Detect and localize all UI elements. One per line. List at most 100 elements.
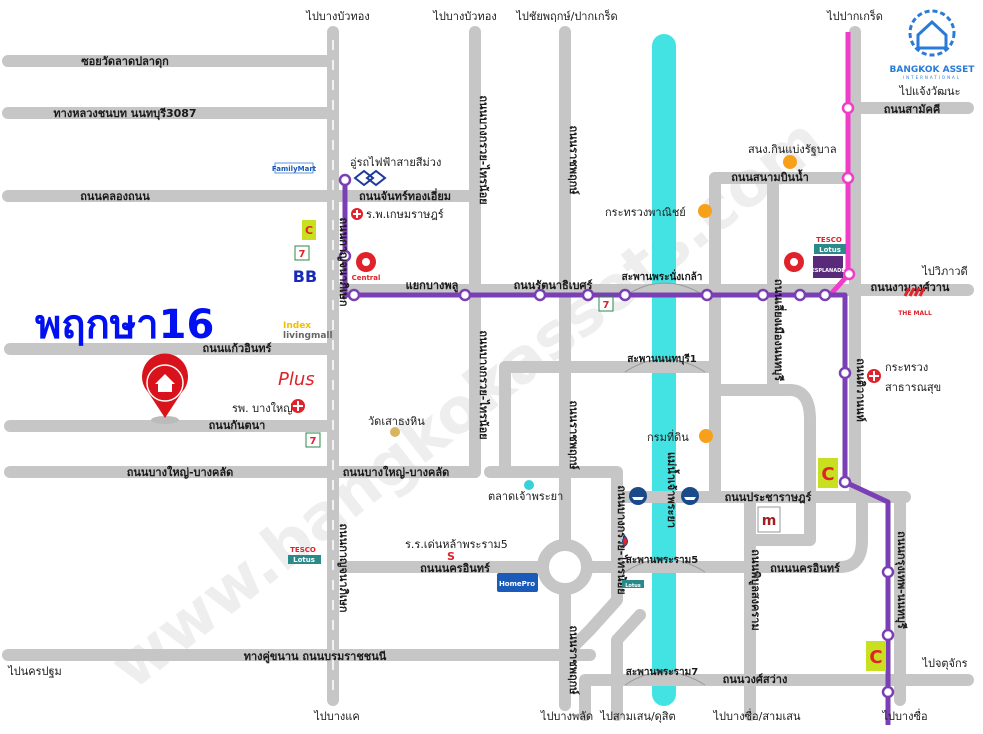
road-label: แยกบางพลู (406, 279, 459, 293)
stations (338, 101, 895, 699)
central-logo (356, 252, 376, 272)
purple-line (342, 175, 891, 725)
road-label: ถนนจันทร์ทองเอี่ยม (359, 188, 451, 203)
pier-icon (681, 487, 699, 505)
dest-bang-sue-samsen: ไปบางซื่อ/สามเสน (713, 708, 801, 723)
brand-logos: FamilyMart C 7 BB Central Index livingma… (272, 162, 932, 671)
plus-mall-logo: Plus (278, 369, 315, 390)
lotus-logo: Lotus (625, 583, 641, 589)
road-label: ถนนราชพฤกษ์ (567, 400, 580, 470)
dest-bang-khae: ไปบางแค (313, 710, 360, 723)
road-label: ถนนรัตนาธิเบศร์ (514, 279, 593, 292)
road-label: ถนนบางกรวย-ไทรน้อย (615, 485, 629, 594)
lotus-logo: Lotus (819, 246, 841, 254)
major-logo: m (762, 513, 777, 529)
dest-pak-kret: ไปปากเกร็ด (826, 9, 883, 23)
road-label: ถนนบางใหญ่-บางคลัด (127, 465, 234, 479)
project-title: พฤกษา16 (35, 302, 214, 348)
dest-nakhon-pathom: ไปนครปฐม (7, 665, 62, 678)
pink-line (828, 32, 851, 297)
river-label: แม่น้ำเจ้าพระยา (665, 452, 680, 528)
the-mall-icon (903, 287, 926, 297)
road-label: ถนนติวานนท์ (854, 358, 867, 422)
road-label: ถนนเลี่ยงเมืองนนทบุรี (771, 279, 787, 381)
road-label: ถนนกันตนา (209, 419, 266, 432)
road-label: ถนนนครอินทร์ (770, 562, 840, 575)
seven-eleven-logo: 7 (310, 436, 317, 447)
dest-samsen-dusit: ไปสามเสน/ดุสิต (599, 710, 675, 723)
central-logo-text: Central (352, 274, 381, 282)
road-label: ถนนงามวงศ์วาน (871, 281, 950, 294)
index-logo-sub: livingmall (283, 331, 333, 341)
home-icon (155, 374, 175, 392)
the-mall-logo: THE MALL (898, 310, 932, 317)
esplanade-logo: ESPLANADE (811, 268, 845, 274)
landmark-land-department: กรมที่ดิน (647, 429, 689, 444)
road-label: ถนนแก้วอินทร์ (203, 342, 272, 355)
poi-dot-icon (698, 204, 712, 218)
roundabout (537, 539, 593, 595)
landmark-purple-depot: อู่รถไฟฟ้าสายสีม่วง (350, 156, 441, 169)
bigc-logo: C (305, 224, 313, 237)
bigc-logo: C (869, 647, 882, 668)
road-label: ถนนวงศ์สว่าง (723, 673, 788, 686)
bridge-label: สะพานนนทบุรี1 (627, 353, 697, 365)
landmark-lottery-office: สนง.กินแบ่งรัฐบาล (748, 143, 837, 156)
gas-station-icon (622, 535, 628, 547)
road-label: ซอยวัดลาดปลาดุก (81, 55, 169, 69)
poi-dot-icon (783, 155, 797, 169)
seven-eleven-logo: 7 (603, 300, 610, 311)
road-label: ถนนกาญจนาภิเษก (337, 218, 350, 307)
bangkok-asset-logo: BANGKOK ASSET INTERNATIONAL (890, 9, 976, 80)
familymart-logo: FamilyMart (272, 165, 317, 173)
landmark-wat-sao-thong-hin: วัดเสาธงหิน (368, 415, 425, 428)
road-label: ถนนพิบูลสงคราม (748, 549, 762, 630)
landmark-chao-phraya-market: ตลาดเจ้าพระยา (488, 490, 563, 503)
hospital-icon (291, 399, 305, 413)
tesco-logo: TESCO (816, 236, 842, 244)
landmark-health-ministry: กระทรวง (885, 361, 928, 374)
destination-labels: ไปบางบัวทอง ไปบางบัวทอง ไปชัยพฤกษ์/ปากเก… (7, 9, 968, 723)
temple-icon (390, 427, 400, 437)
landmarks: อู่รถไฟฟ้าสายสีม่วง ร.พ.เกษมราษฎร์ สนง.ก… (232, 143, 941, 563)
roads (2, 26, 974, 721)
landmark-health-ministry: สาธารณสุข (885, 381, 941, 394)
road-label: ถนนบางกรวย-ไทรน้อย (477, 330, 491, 439)
index-logo: Index (283, 321, 311, 331)
landmark-kasemrad: ร.พ.เกษมราษฎร์ (366, 208, 444, 221)
pier-icon (629, 487, 647, 505)
property-location-marker[interactable] (142, 353, 189, 424)
road-label: ถนนนครอินทร์ (420, 562, 490, 575)
tesco-logo: TESCO (290, 546, 316, 554)
school-logo-icon: S (447, 550, 455, 563)
road-label: ถนนกรุงเทพ-นนทบุรี (894, 531, 908, 629)
road-label: ถนนบางใหญ่-บางคลัด (343, 465, 450, 479)
road-label: ถนนราชพฤกษ์ (567, 125, 580, 195)
homepro-logo: HomePro (499, 580, 535, 588)
central-logo (784, 252, 804, 272)
road-label: ทางหลวงชนบท นนทบุรี3087 (53, 107, 196, 121)
road-label: ถนนคลองถนน (80, 190, 150, 203)
bridge-label: สะพานพระนั่งเกล้า (622, 269, 703, 283)
bridge-label: สะพานพระราม7 (626, 667, 698, 678)
seven-eleven-logo: 7 (299, 249, 306, 260)
dest-vibhavadi: ไปวิภาวดี (921, 265, 967, 278)
poi-dot-icon (699, 429, 713, 443)
dest-chaiyaphruek: ไปชัยพฤกษ์/ปากเกร็ด (515, 9, 617, 23)
bridge-labels: สะพานพระนั่งเกล้า สะพานนนทบุรี1 สะพานพระ… (622, 269, 703, 678)
landmark-bang-yai-hospital: รพ. บางใหญ่ (232, 402, 293, 415)
road-label: ถนนกาญจนาภิเษก (337, 524, 350, 613)
market-icon (524, 480, 534, 490)
dest-bang-bua-thong-1: ไปบางบัวทอง (305, 10, 369, 23)
logo-name: BANGKOK ASSET (890, 65, 976, 75)
bigc-logo: C (821, 464, 834, 485)
logo-sub: INTERNATIONAL (903, 75, 961, 80)
road-label: ถนนบางกรวย-ไทรน้อย (477, 95, 491, 204)
dest-chatuchak: ไปจตุจักร (921, 657, 967, 670)
road-label: ถนนสนามบินน้ำ (731, 169, 809, 184)
landmark-denla-school: ร.ร.เด่นหล้าพระราม5 (405, 538, 508, 551)
hospital-icon (867, 369, 881, 383)
road-labels: ซอยวัดลาดปลาดุก ทางหลวงชนบท นนทบุรี3087 … (53, 55, 950, 695)
